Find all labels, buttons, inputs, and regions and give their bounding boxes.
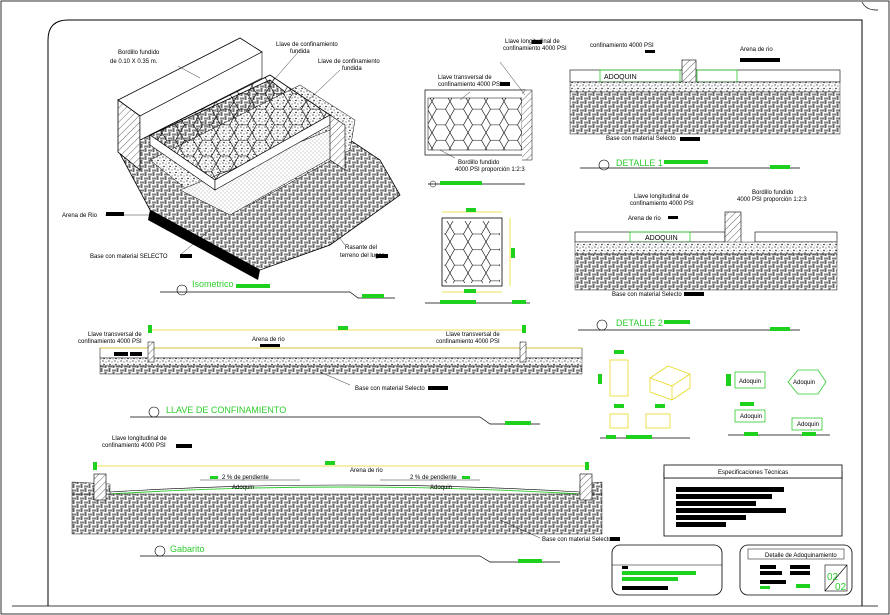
llave-lt1a-label: Llave transversal de	[88, 332, 142, 338]
llave-base-label: Base con material Selecto	[355, 386, 425, 392]
gab-adoquin1-label: Adoquin	[232, 485, 254, 491]
llave-lt2a-label: Llave transversal de	[446, 332, 500, 338]
llave-arena-label: Arena de rio	[252, 337, 285, 343]
specs-title: Especificaciones Técnicas	[718, 470, 788, 476]
det1-title: DETALLE 1	[616, 158, 663, 168]
titleblock-sheet: 02	[827, 572, 839, 583]
block-a2-label: Adoquin	[793, 380, 815, 386]
detalle-2: Llave longitudinal de confinamiento 4000…	[574, 190, 838, 331]
iso-title: Isometrico	[192, 279, 234, 289]
iso-llave2b-label: fundida	[342, 66, 362, 72]
plan-section: Llave transversal de confinamiento 4000 …	[424, 39, 567, 188]
plan-transv2-label: confinamiento 4000 PSI	[438, 82, 502, 88]
det2-adoquin-label: ADOQUIN	[645, 235, 678, 242]
gab-arena-label: Arena de rio	[350, 468, 383, 474]
llave-lt2b-label: confinamiento 4000 PSI	[436, 339, 500, 345]
iso-rasante1-label: Rasante del	[345, 245, 377, 251]
iso-llave2-label: Llave de confinamiento	[318, 59, 380, 65]
specs-box: Especificaciones Técnicas	[663, 464, 843, 537]
gab-pend1-label: 2 % de pendiente	[222, 475, 269, 481]
det2-bordillo1-label: Bordillo fundido	[752, 190, 794, 196]
isometric-view: Bordillo fundido de 0.10 X 0.35 m. Llave…	[62, 37, 401, 299]
block-a3-label: Adoquin	[740, 414, 762, 420]
det2-title: DETALLE 2	[616, 318, 663, 328]
iso-bordillo-dim-label: de 0.10 X 0.35 m.	[110, 59, 158, 65]
gab-base-label: Base con material Selecto	[542, 537, 612, 543]
plan-bordillo1-label: Bordillo fundido	[458, 160, 500, 166]
plan-bordillo2-label: 4000 PSI proporción 1:2:3	[455, 167, 525, 173]
det1-base-label: Base con material Selecto	[606, 136, 676, 142]
det2-base-label: Base con material Selecto	[612, 292, 682, 298]
inner-frame	[47, 19, 863, 606]
det2-arena-label: Arena de rio	[628, 216, 661, 222]
gab-title: Gabarito	[170, 544, 205, 554]
iso-rasante2-label: terreno del lugar	[340, 253, 384, 259]
gab-ll2-label: confinamiento 4000 PSI	[102, 443, 166, 449]
gab-adoquin2-label: Adoquin	[430, 485, 452, 491]
gabarito-section: 2 % de pendiente 2 % de pendiente Arena …	[71, 436, 620, 563]
block-a4-label: Adoquin	[797, 422, 819, 428]
iso-llave1b-label: fundida	[290, 49, 310, 55]
det1-llave-label: confinamiento 4000 PSI	[590, 43, 654, 49]
paver-plan	[425, 208, 530, 304]
det2-llave1-label: Llave longitudinal de	[634, 194, 689, 200]
detalle-1: ADOQUIN confinamiento 4000 PSI Arena de …	[569, 43, 841, 171]
iso-bordillo-label: Bordillo fundido	[118, 50, 160, 56]
iso-arena-label: Arena de Rio	[62, 213, 98, 219]
titleblock-total: 02	[835, 582, 847, 593]
block-details: Adoquin Adoquin Adoquin Adoquin	[598, 350, 830, 439]
iso-llave1-label: Llave de confinamiento	[276, 42, 338, 48]
llave-section: Llave transversal de confinamiento 4000 …	[78, 325, 583, 425]
det2-bordillo2-label: 4000 PSI proporción 1:2:3	[737, 197, 807, 203]
det1-adoquin-label: ADOQUIN	[604, 74, 637, 81]
plan-transv1-label: Llave transversal de	[438, 75, 492, 81]
block-a1-label: Adoquin	[739, 379, 761, 385]
det1-arena-label: Arena de rio	[740, 47, 773, 53]
title-block: Detalle de Adoquinamiento 02 02	[611, 544, 853, 596]
plan-long2-label: confinamiento 4000 PSI	[503, 46, 567, 52]
llave-title: LLAVE DE CONFINAMIENTO	[166, 405, 286, 415]
det2-llave2-label: confinamiento 4000 PSI	[630, 201, 694, 207]
titleblock-title: Detalle de Adoquinamiento	[765, 553, 837, 559]
gab-pend2-label: 2 % de pendiente	[410, 475, 457, 481]
gab-ll1-label: Llave longitudinal de	[112, 436, 167, 442]
iso-base-label: Base con material SELECTO	[90, 254, 168, 260]
llave-lt1b-label: confinamiento 4000 PSI	[78, 339, 142, 345]
